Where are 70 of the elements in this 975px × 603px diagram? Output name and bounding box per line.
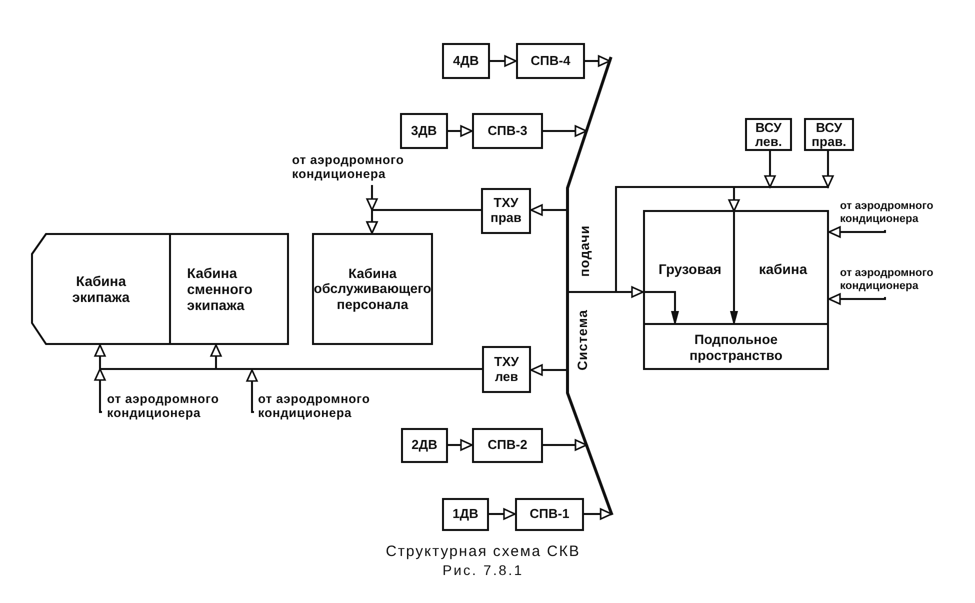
arrow — [210, 344, 222, 369]
arrow — [543, 125, 588, 137]
unit-box — [400, 113, 448, 149]
manifold-label: подачи — [577, 225, 593, 277]
arrow — [489, 508, 516, 520]
unit-box — [482, 346, 531, 393]
connector-line — [252, 368, 482, 370]
arrow — [530, 204, 566, 216]
unit-name: от аэродромного кондиционера — [840, 200, 934, 226]
unit-box — [442, 498, 489, 531]
unit-name: СПВ-4 — [530, 54, 570, 68]
compartment-name: кабина — [758, 260, 808, 278]
unit-box — [516, 43, 585, 79]
unit-name: СПВ-3 — [488, 124, 528, 138]
unit-name: СПВ-2 — [488, 438, 528, 453]
unit-name: ТХУ прав — [489, 196, 522, 226]
unit-name: 4ДВ — [453, 54, 479, 68]
figure-number: Рис. 7.8.1 — [442, 562, 524, 578]
unit-box — [472, 428, 543, 463]
unit-name: 2ДВ — [412, 438, 438, 453]
connector-line — [216, 368, 252, 370]
arrow — [584, 508, 612, 520]
arrow — [543, 439, 588, 451]
unit-box — [401, 428, 448, 463]
compartment-name: Кабина сменного экипажа — [187, 264, 254, 314]
unit-name: от аэродромного кондиционера — [840, 267, 934, 292]
unit-box — [745, 118, 792, 151]
unit-box — [515, 498, 584, 531]
arrow — [448, 439, 473, 451]
unit-name: от аэродромного кондиционера — [292, 153, 406, 182]
compartment-name: Подпольное пространство — [688, 332, 784, 364]
arrow — [530, 364, 566, 376]
arrow — [94, 368, 106, 413]
arrow — [730, 211, 738, 324]
unit-box — [481, 188, 531, 234]
arrow — [490, 55, 517, 67]
compartment-box — [312, 233, 433, 345]
connector-line — [734, 186, 770, 188]
arrow — [366, 185, 378, 233]
compartment-box — [643, 210, 829, 370]
arrow — [828, 293, 886, 305]
manifold-label: Система — [575, 310, 591, 370]
connector-line — [566, 291, 616, 293]
arrow — [246, 369, 258, 413]
unit-name: от аэродромного кондиционера — [258, 392, 372, 421]
unit-name: ТХУ лев — [493, 354, 520, 384]
arrow — [643, 291, 679, 324]
arrow — [585, 55, 610, 67]
compartment-name: Кабина обслуживающего персонала — [314, 266, 432, 312]
connector-line — [100, 368, 216, 370]
unit-box — [442, 43, 490, 79]
compartment-name: Кабина экипажа — [71, 272, 131, 306]
compartment-box — [171, 233, 289, 345]
unit-name: от аэродромного кондиционера — [107, 392, 220, 421]
arrow — [94, 344, 106, 369]
unit-name: 1ДВ — [452, 507, 478, 522]
connector-line — [615, 186, 734, 292]
unit-box — [472, 113, 543, 149]
unit-box — [804, 118, 854, 151]
arrow — [616, 286, 644, 298]
unit-name: ВСУ лев. — [754, 121, 783, 148]
arrow — [728, 187, 740, 212]
compartment-name: Грузовая — [658, 260, 722, 278]
caption-text: Структурная схема СКВ — [386, 543, 580, 560]
arrow — [764, 151, 776, 188]
arrow — [448, 125, 473, 137]
unit-name: СПВ-1 — [530, 507, 570, 522]
arrow — [828, 226, 886, 238]
unit-name: ВСУ прав. — [810, 121, 848, 148]
unit-name: 3ДВ — [411, 124, 437, 138]
